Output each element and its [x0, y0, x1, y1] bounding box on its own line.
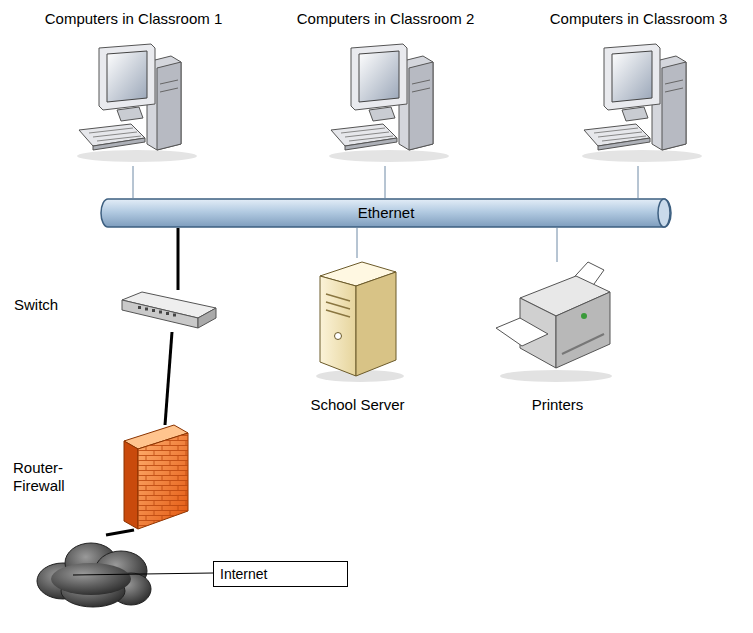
node-tube: Ethernet — [100, 198, 672, 228]
node-comp: Computers in Classroom 2 — [293, 6, 478, 166]
computer-label: Computers in Classroom 2 — [297, 10, 475, 28]
computer-icon — [564, 44, 714, 164]
node-cloud: Internet — [33, 535, 158, 610]
node-server: School Server — [300, 258, 415, 418]
network-cable — [165, 332, 172, 425]
device-label: Switch — [14, 296, 58, 314]
switch-icon — [118, 290, 218, 332]
printer-icon — [490, 262, 625, 384]
device-label: Printers — [532, 396, 584, 414]
device-label: Router-Firewall — [13, 459, 85, 495]
network-cable — [557, 228, 558, 262]
firewall-icon — [110, 425, 190, 530]
network-cable — [385, 166, 386, 198]
network-cable — [177, 228, 180, 290]
network-cable — [133, 166, 134, 198]
computer-label: Computers in Classroom 3 — [550, 10, 728, 28]
server-icon — [300, 258, 415, 383]
network-cable — [638, 166, 639, 198]
network-cable — [357, 228, 358, 258]
node-printer: Printers — [490, 262, 625, 418]
node-router: Router-Firewall — [12, 425, 198, 530]
node-comp: Computers in Classroom 3 — [546, 6, 731, 166]
device-label: School Server — [310, 396, 404, 414]
callout-box: Internet — [213, 561, 348, 587]
network-label: Ethernet — [358, 204, 415, 222]
network-cable — [106, 530, 134, 535]
computer-icon — [59, 44, 209, 164]
node-comp: Computers in Classroom 1 — [41, 6, 226, 166]
node-switch: Switch — [12, 290, 218, 332]
computer-label: Computers in Classroom 1 — [45, 10, 223, 28]
computer-icon — [311, 44, 461, 164]
